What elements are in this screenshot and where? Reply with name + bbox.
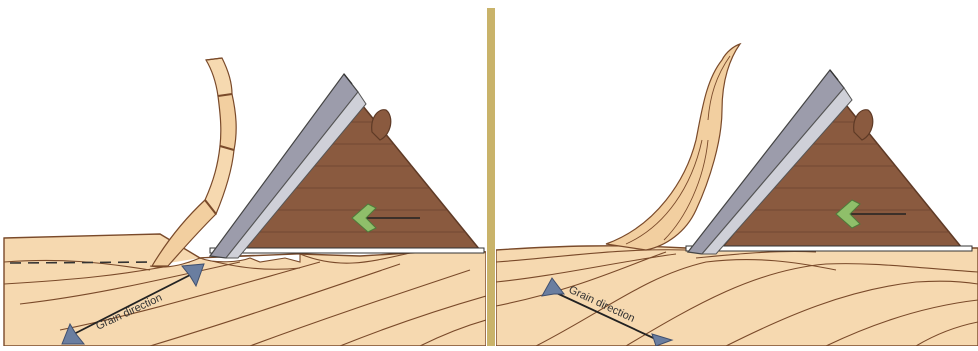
panel-left-cutting-against-grain: Grain direction [0, 0, 486, 346]
right-plane-sole [686, 246, 972, 251]
panel-divider [487, 8, 495, 346]
right-wood-board [496, 246, 978, 346]
left-shaving-chips [152, 58, 236, 266]
left-original-surface-line [10, 262, 160, 263]
right-illustration: Grain direction [496, 0, 978, 346]
left-plane-sole [210, 248, 484, 253]
left-illustration: Grain direction [0, 0, 486, 346]
panel-right-cutting-with-grain: Grain direction [496, 0, 978, 346]
